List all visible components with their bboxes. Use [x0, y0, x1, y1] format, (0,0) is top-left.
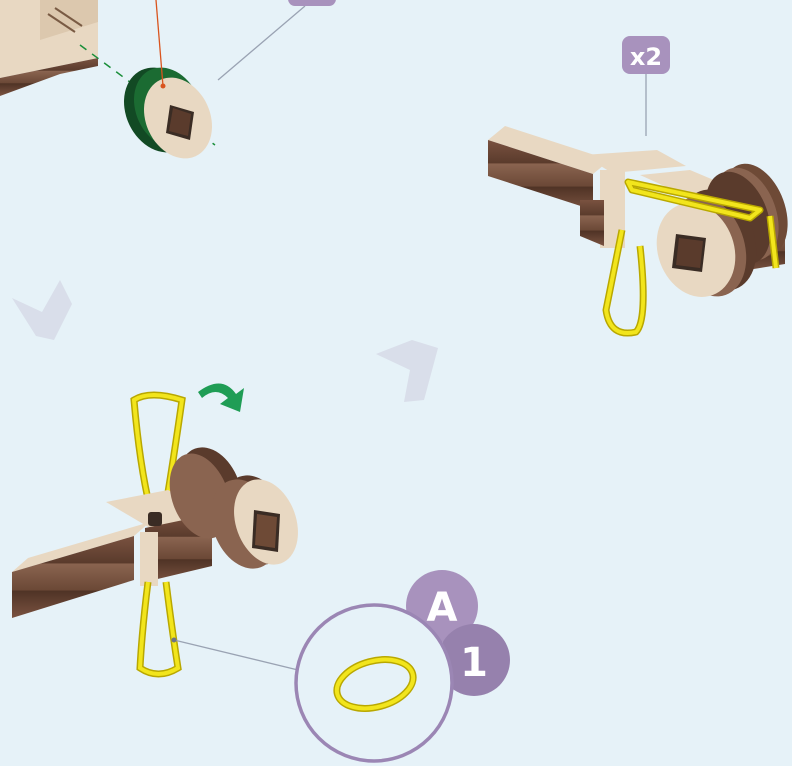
bottom-left-step: [12, 383, 309, 674]
green-wheel: [111, 56, 225, 170]
part-leader-line: [174, 640, 298, 670]
step-arrow-icon-2: [376, 340, 438, 402]
top-right-step: x2: [488, 36, 792, 333]
pointer-dot: [161, 84, 166, 89]
part-letter: A: [427, 585, 458, 631]
part-zoom-circle: [296, 605, 452, 761]
rotate-arrow-icon: [198, 383, 244, 412]
lower-rubber-band-loop: [140, 582, 178, 674]
quantity-badge: x2: [622, 36, 670, 74]
part-callout: A 1: [296, 570, 510, 761]
leader-line: [218, 6, 305, 80]
step-arrow-icon: [12, 280, 72, 340]
part-number: 1: [460, 640, 488, 686]
top-left-step: [0, 0, 336, 170]
quantity-label: x2: [630, 43, 662, 71]
partial-badge: [288, 0, 336, 6]
